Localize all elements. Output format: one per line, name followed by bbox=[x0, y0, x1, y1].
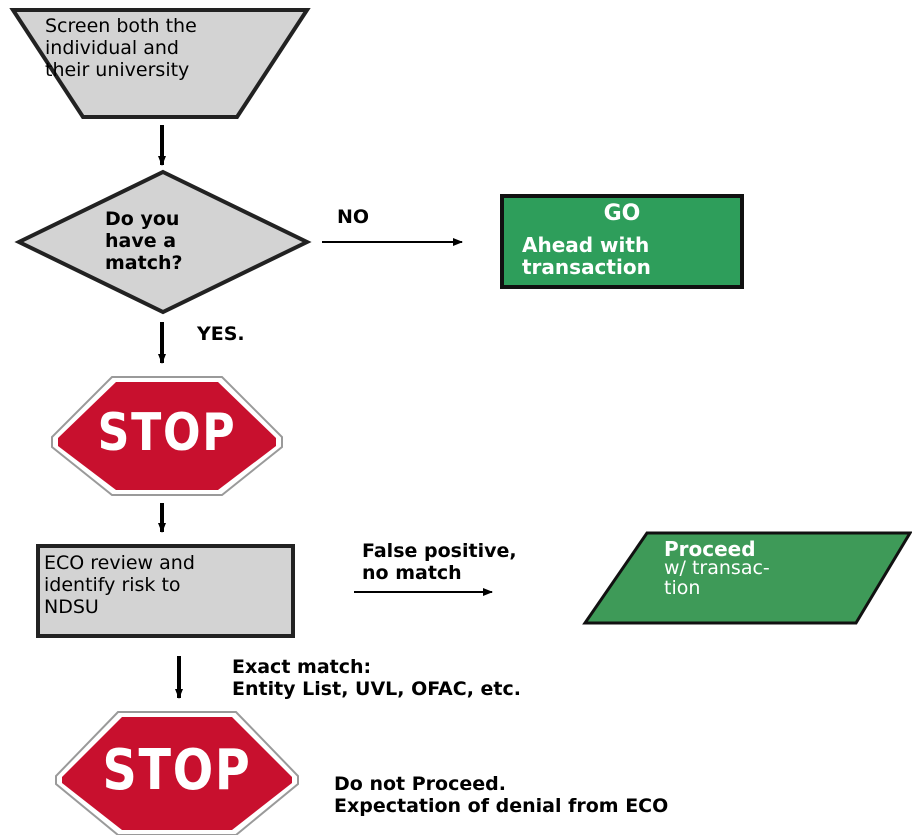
eco-review-box bbox=[36, 544, 295, 638]
go-title: GO bbox=[603, 201, 641, 226]
stop-sign-1 bbox=[51, 376, 283, 496]
decision-diamond bbox=[14, 169, 312, 315]
go-box bbox=[500, 194, 744, 289]
no-label: NO bbox=[337, 206, 370, 228]
stop-sign-2 bbox=[55, 711, 299, 835]
go-label: Ahead with transaction bbox=[522, 233, 651, 279]
stop-1-text: STOP bbox=[97, 403, 237, 463]
screen-label: Screen both the individual and their uni… bbox=[45, 15, 197, 81]
yes-label: YES. bbox=[197, 323, 245, 345]
screen-trapezoid bbox=[9, 8, 311, 119]
false-positive-label: False positive, no match bbox=[362, 540, 517, 584]
do-not-proceed-label: Do not Proceed. Expectation of denial fr… bbox=[334, 773, 669, 817]
stop-2-text: STOP bbox=[102, 738, 252, 803]
proceed-title: Proceed bbox=[664, 537, 756, 561]
eco-review-label: ECO review and identify risk to NDSU bbox=[44, 552, 195, 618]
proceed-label: w/ transac- tion bbox=[664, 557, 770, 599]
proceed-parallelogram bbox=[582, 531, 912, 625]
decision-label: Do you have a match? bbox=[105, 208, 183, 274]
exact-match-label: Exact match: Entity List, UVL, OFAC, etc… bbox=[232, 656, 521, 700]
